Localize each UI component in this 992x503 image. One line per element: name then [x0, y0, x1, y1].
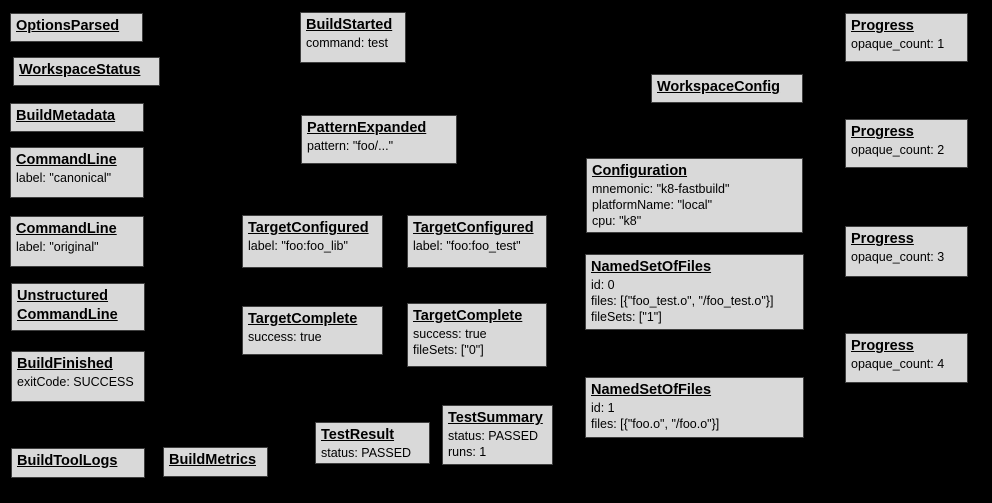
- event-box-build-tool-logs: BuildToolLogs: [11, 448, 145, 478]
- event-box-target-configured-foo-lib: TargetConfigured label: "foo:foo_lib": [242, 215, 383, 268]
- event-field: success: true: [413, 327, 487, 341]
- event-title: PatternExpanded: [307, 120, 427, 136]
- event-title: CommandLine: [16, 221, 117, 237]
- event-field: fileSets: ["1"]: [591, 310, 662, 324]
- event-field: pattern: "foo/...": [307, 139, 394, 153]
- event-box-progress-2: Progress opaque_count: 2: [845, 119, 968, 168]
- event-field: runs: 1: [448, 445, 487, 459]
- event-field: opaque_count: 1: [851, 37, 945, 51]
- event-field: label: "canonical": [16, 171, 112, 185]
- event-box-configuration: Configuration mnemonic: "k8-fastbuild" pla…: [586, 158, 803, 233]
- event-title: Configuration: [592, 163, 688, 179]
- event-title: Progress: [851, 124, 914, 140]
- event-box-named-set-of-files-1: NamedSetOfFiles id: 1 files: [{"foo.o", "/…: [585, 377, 804, 438]
- event-field: id: 0: [591, 278, 615, 292]
- event-box-named-set-of-files-0: NamedSetOfFiles id: 0 files: [{"foo_test.o…: [585, 254, 804, 330]
- event-field: label: "original": [16, 240, 99, 254]
- event-box-workspace-status: WorkspaceStatus: [13, 57, 160, 86]
- event-box-workspace-config: WorkspaceConfig: [651, 74, 803, 103]
- event-title: TestSummary: [448, 410, 543, 426]
- event-box-target-complete-lib: TargetComplete success: true: [242, 306, 383, 355]
- event-title: NamedSetOfFiles: [591, 382, 712, 398]
- event-title: BuildFinished: [17, 356, 113, 372]
- event-title: TargetConfigured: [248, 220, 369, 236]
- event-field: files: [{"foo.o", "/foo.o"}]: [591, 417, 720, 431]
- event-box-target-configured-foo-test: TargetConfigured label: "foo:foo_test": [407, 215, 547, 268]
- event-box-target-complete-test: TargetComplete success: true fileSets: ["0…: [407, 303, 547, 367]
- event-field: cpu: "k8": [592, 214, 642, 228]
- event-title: Progress: [851, 18, 914, 34]
- event-field: opaque_count: 3: [851, 250, 945, 264]
- event-box-build-metrics: BuildMetrics: [163, 447, 268, 477]
- event-title: OptionsParsed: [16, 18, 120, 34]
- event-field: status: PASSED: [448, 429, 539, 443]
- event-field: files: [{"foo_test.o", "/foo_test.o"}]: [591, 294, 774, 308]
- event-title: WorkspaceConfig: [657, 79, 781, 95]
- event-title: BuildStarted: [306, 17, 393, 33]
- event-title: WorkspaceStatus: [19, 62, 141, 78]
- event-title: BuildToolLogs: [17, 453, 118, 469]
- event-title: NamedSetOfFiles: [591, 259, 712, 275]
- event-box-progress-3: Progress opaque_count: 3: [845, 226, 968, 277]
- event-box-pattern-expanded: PatternExpanded pattern: "foo/...": [301, 115, 457, 164]
- event-title: TargetConfigured: [413, 220, 534, 236]
- event-title: Unstructured CommandLine: [17, 288, 118, 323]
- event-title: BuildMetadata: [16, 108, 116, 124]
- event-field: opaque_count: 4: [851, 357, 945, 371]
- event-box-build-metadata: BuildMetadata: [10, 103, 144, 132]
- event-field: label: "foo:foo_test": [413, 239, 521, 253]
- event-field: command: test: [306, 36, 388, 50]
- event-field: status: PASSED: [321, 446, 412, 460]
- event-box-unstructured-command-line: Unstructured CommandLine: [11, 283, 145, 331]
- event-title: TargetComplete: [248, 311, 358, 327]
- event-title: Progress: [851, 338, 914, 354]
- event-box-command-line-canonical: CommandLine label: "canonical": [10, 147, 144, 198]
- event-title: CommandLine: [16, 152, 117, 168]
- event-field: fileSets: ["0"]: [413, 343, 484, 357]
- event-box-command-line-original: CommandLine label: "original": [10, 216, 144, 267]
- event-field: label: "foo:foo_lib": [248, 239, 348, 253]
- event-box-build-started: BuildStarted command: test: [300, 12, 406, 63]
- event-field: platformName: "local": [592, 198, 713, 212]
- event-field: success: true: [248, 330, 322, 344]
- event-box-options-parsed: OptionsParsed: [10, 13, 143, 42]
- event-title: Progress: [851, 231, 914, 247]
- event-box-progress-4: Progress opaque_count: 4: [845, 333, 968, 383]
- event-box-build-finished: BuildFinished exitCode: SUCCESS: [11, 351, 145, 402]
- event-box-test-summary: TestSummary status: PASSED runs: 1: [442, 405, 553, 465]
- event-field: exitCode: SUCCESS: [17, 375, 134, 389]
- event-box-progress-1: Progress opaque_count: 1: [845, 13, 968, 62]
- event-field: mnemonic: "k8-fastbuild": [592, 182, 730, 196]
- event-field: id: 1: [591, 401, 615, 415]
- event-box-test-result: TestResult status: PASSED: [315, 422, 430, 464]
- event-field: opaque_count: 2: [851, 143, 945, 157]
- event-title: TargetComplete: [413, 308, 523, 324]
- event-title: TestResult: [321, 427, 395, 443]
- event-title: BuildMetrics: [169, 452, 257, 468]
